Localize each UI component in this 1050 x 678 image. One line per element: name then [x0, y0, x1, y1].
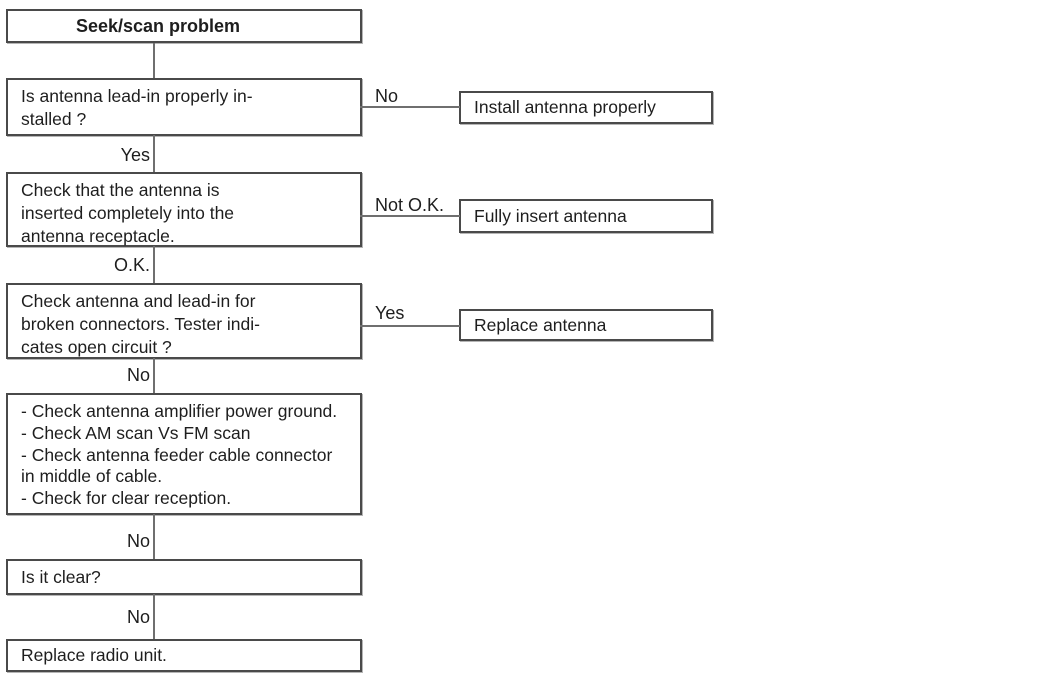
- connector-q4-to-end: [153, 594, 155, 639]
- branch-line-q1-to-action: [360, 106, 460, 108]
- label-q2-branch-not-ok: Not O.K.: [375, 195, 445, 215]
- start-node-seek-scan-problem: Seek/scan problem: [6, 9, 362, 43]
- decision-broken-connectors-open-circuit: Check antenna and lead-in for broken con…: [6, 283, 362, 359]
- branch-line-q2-to-action: [360, 215, 460, 217]
- process-checklist-box: - Check antenna amplifier power ground. …: [6, 393, 362, 515]
- connector-checklist-to-q4: [153, 514, 155, 559]
- action-install-antenna-properly: Install antenna properly: [459, 91, 713, 124]
- label-q2-ok: O.K.: [113, 255, 150, 275]
- end-node-replace-radio-unit: Replace radio unit.: [6, 639, 362, 672]
- label-q1-yes: Yes: [120, 145, 150, 165]
- label-q1-branch-no: No: [375, 86, 399, 106]
- label-q3-branch-yes: Yes: [375, 303, 405, 323]
- branch-line-q3-to-action: [360, 325, 460, 327]
- action-replace-antenna: Replace antenna: [459, 309, 713, 341]
- connector-q1-to-q2: [153, 135, 155, 172]
- decision-antenna-lead-in-installed: Is antenna lead-in properly in- stalled …: [6, 78, 362, 136]
- decision-is-it-clear: Is it clear?: [6, 559, 362, 595]
- connector-start-to-q1: [153, 43, 155, 78]
- connector-q3-to-checklist: [153, 358, 155, 393]
- label-q4-no: No: [126, 607, 150, 627]
- label-checklist-no: No: [126, 531, 150, 551]
- decision-antenna-inserted-completely: Check that the antenna is inserted compl…: [6, 172, 362, 247]
- connector-q2-to-q3: [153, 246, 155, 283]
- action-fully-insert-antenna: Fully insert antenna: [459, 199, 713, 233]
- label-q3-no: No: [126, 365, 150, 385]
